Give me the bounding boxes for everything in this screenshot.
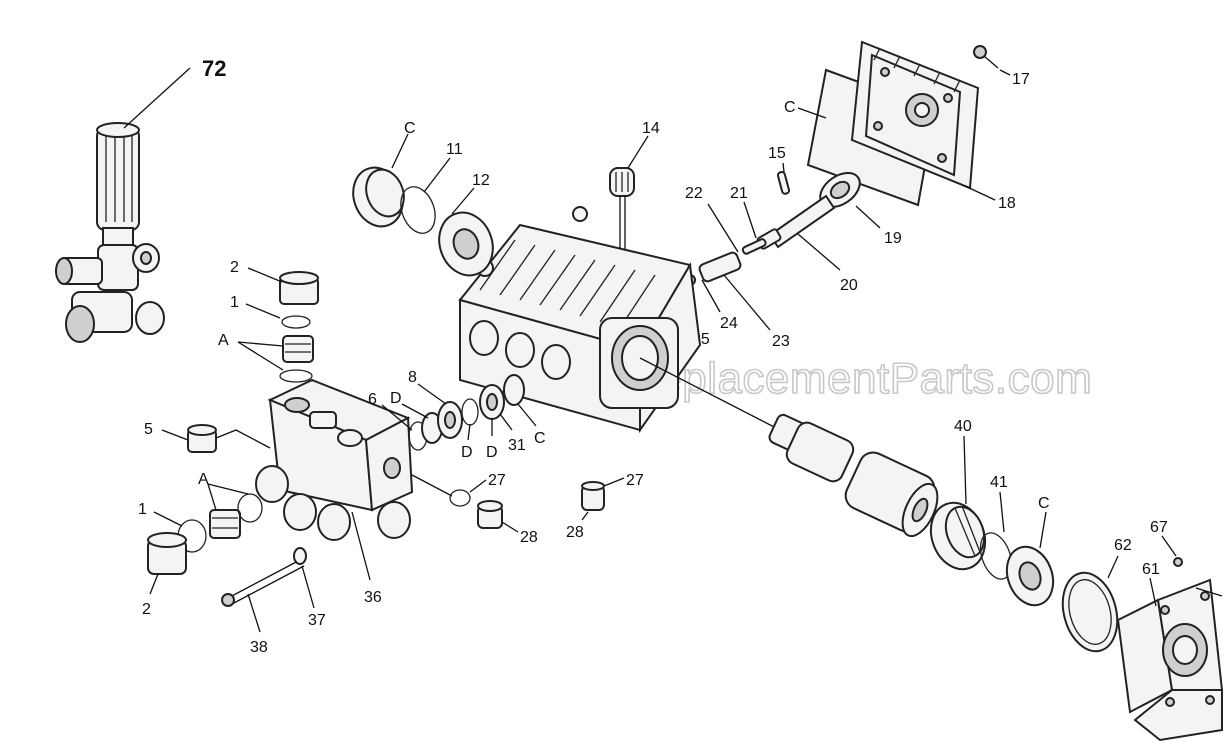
callout-23: 23 xyxy=(772,333,790,350)
callout-28-b: 28 xyxy=(566,524,584,541)
callout-28-a: 28 xyxy=(520,529,538,546)
callout-37: 37 xyxy=(308,612,326,629)
callout-6: 6 xyxy=(368,391,377,408)
callout-a-top: A xyxy=(218,332,229,349)
callout-61: 61 xyxy=(1142,561,1160,578)
crankcase-seal-group-drawing xyxy=(352,166,494,277)
callout-18: 18 xyxy=(998,195,1016,212)
callout-a-mid: A xyxy=(198,471,209,488)
callout-d-b: D xyxy=(461,444,473,461)
callout-11: 11 xyxy=(446,141,463,158)
bottom-valve-group-drawing xyxy=(147,493,263,575)
oil-dipstick-drawing xyxy=(609,167,635,250)
callout-62: 62 xyxy=(1114,537,1132,554)
callout-2-top: 2 xyxy=(230,259,239,276)
callout-17: 17 xyxy=(1012,71,1030,88)
callout-27-b: 27 xyxy=(626,472,644,489)
callout-31: 31 xyxy=(508,437,526,454)
callout-22: 22 xyxy=(685,185,703,202)
callout-d-c: D xyxy=(486,444,498,461)
callout-67: 67 xyxy=(1150,519,1168,536)
roller-bearing-drawing xyxy=(929,501,1055,607)
flange-group-drawing xyxy=(1061,557,1224,742)
callout-36: 36 xyxy=(364,589,382,606)
top-valve-group-drawing xyxy=(279,271,319,383)
callout-14: 14 xyxy=(642,120,660,137)
callout-21: 21 xyxy=(730,185,748,202)
unloader-valve-drawing xyxy=(55,122,165,343)
head-bolt-drawing xyxy=(221,547,307,607)
seal-stack-drawing xyxy=(408,374,525,451)
callout-2-bot: 2 xyxy=(142,601,151,618)
callout-27-a: 27 xyxy=(488,472,506,489)
callout-19: 19 xyxy=(884,230,902,247)
callout-c-bearing: C xyxy=(1038,495,1050,512)
side-plug-drawing xyxy=(187,424,271,453)
callout-41: 41 xyxy=(990,474,1008,491)
callout-c-seal: C xyxy=(534,430,546,447)
callout-c-cap: C xyxy=(404,120,416,137)
callout-c-gasket: C xyxy=(784,99,796,116)
callout-8: 8 xyxy=(408,369,417,386)
crankshaft-drawing xyxy=(639,357,939,538)
callout-15: 15 xyxy=(768,145,786,162)
callout-d-a: D xyxy=(390,390,402,407)
crankcase-drawing xyxy=(458,206,702,434)
callout-38: 38 xyxy=(250,639,268,656)
callout-20: 20 xyxy=(840,277,858,294)
callout-12: 12 xyxy=(472,172,490,189)
gearbox-cover-drawing xyxy=(806,40,980,207)
callout-40: 40 xyxy=(954,418,972,435)
connecting-rod-drawing xyxy=(684,171,861,286)
callout-1-mid: 1 xyxy=(138,501,147,518)
callout-72: 72 xyxy=(202,56,226,81)
cover-screw-drawing xyxy=(973,45,999,69)
callout-1-top: 1 xyxy=(230,294,239,311)
pump-manifold-drawing xyxy=(255,378,414,541)
drain-plug-drawing xyxy=(449,481,605,529)
callout-24: 24 xyxy=(720,315,738,332)
callout-5: 5 xyxy=(144,421,153,438)
